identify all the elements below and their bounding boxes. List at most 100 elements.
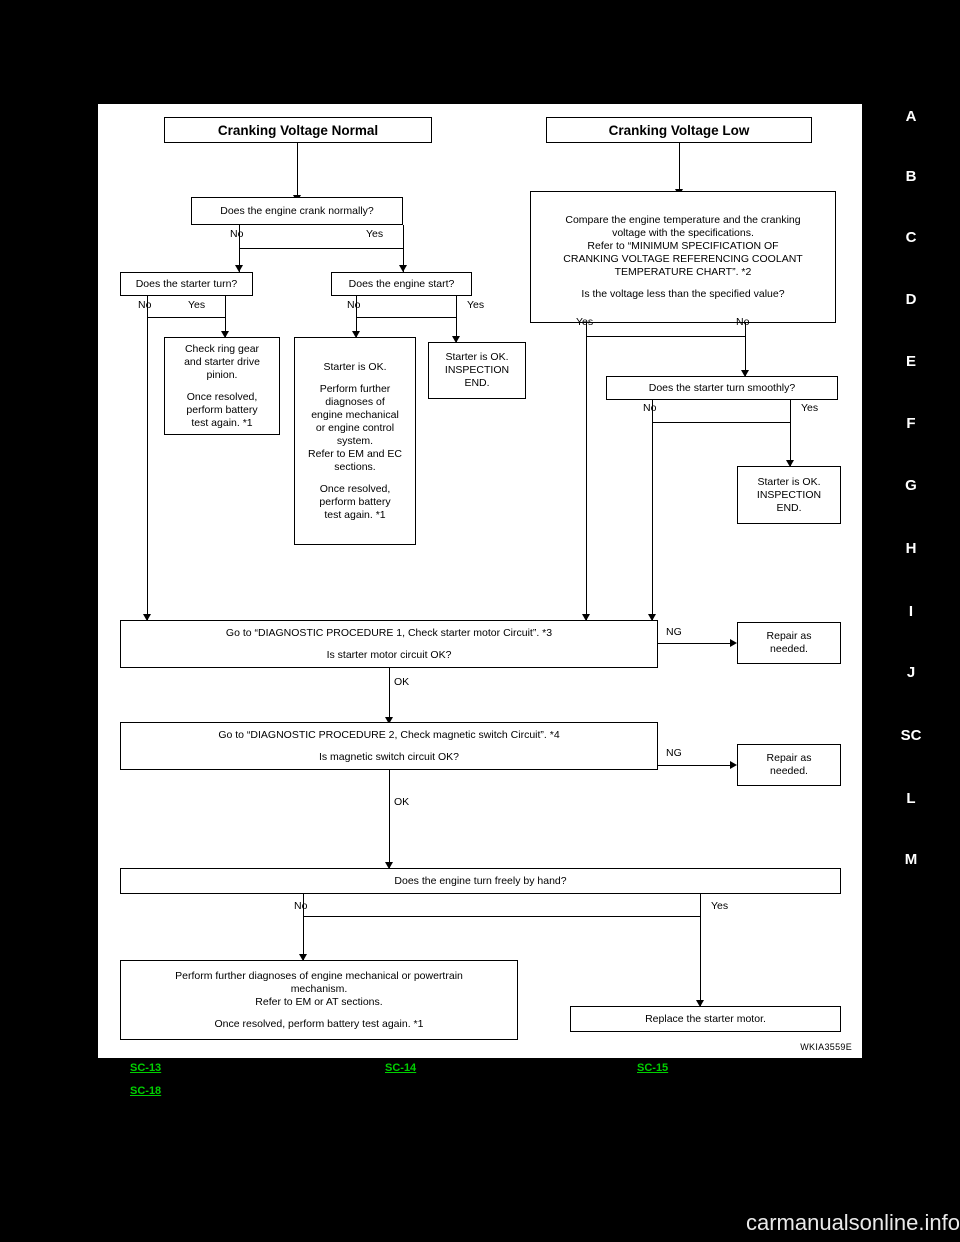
edge-label-ok: OK bbox=[394, 796, 410, 808]
node-label: Starter is OK. bbox=[323, 360, 387, 373]
edge-line bbox=[652, 422, 790, 423]
node-does-engine-crank-normally: Does the engine crank normally? bbox=[191, 197, 403, 225]
link-sc-14[interactable]: SC-14 bbox=[385, 1062, 417, 1074]
index-letter-m[interactable]: M bbox=[904, 851, 918, 868]
index-letter-f[interactable]: F bbox=[906, 415, 916, 432]
edge-line bbox=[239, 248, 403, 249]
edge-label-yes: Yes bbox=[188, 299, 206, 311]
edge-line bbox=[700, 916, 701, 1006]
node-label: mechanism. bbox=[290, 982, 348, 995]
node-repair-as-needed-1: Repair as needed. bbox=[737, 622, 841, 664]
node-label: Does the starter turn smoothly? bbox=[648, 381, 796, 394]
flowchart-canvas: Cranking Voltage Normal Cranking Voltage… bbox=[98, 104, 862, 1058]
index-letter-j[interactable]: J bbox=[906, 664, 916, 681]
node-label: Once resolved, perform battery test agai… bbox=[214, 1017, 424, 1030]
edge-line bbox=[356, 317, 357, 337]
node-label: needed. bbox=[770, 765, 808, 777]
node-label: Is the voltage less than the specified v… bbox=[581, 287, 785, 300]
index-letter-c[interactable]: C bbox=[905, 229, 917, 246]
edge-line bbox=[403, 225, 404, 248]
index-letter-d[interactable]: D bbox=[905, 291, 917, 308]
edge-line bbox=[389, 770, 390, 868]
edge-label-yes: Yes bbox=[366, 228, 384, 240]
edge-line bbox=[147, 317, 148, 620]
edge-arrow bbox=[385, 862, 393, 869]
node-label: voltage with the specifications. bbox=[612, 226, 754, 239]
edge-line bbox=[679, 143, 680, 191]
node-label: diagnoses of bbox=[325, 395, 385, 408]
edge-line bbox=[456, 317, 457, 342]
node-label: or engine control bbox=[315, 421, 395, 434]
node-starter-ok-inspection-end-b: Starter is OK. INSPECTION END. bbox=[737, 466, 841, 524]
node-label: END. bbox=[464, 377, 490, 389]
index-letter-a[interactable]: A bbox=[905, 108, 917, 125]
index-letter-l[interactable]: L bbox=[906, 790, 916, 807]
link-sc-15[interactable]: SC-15 bbox=[637, 1062, 669, 1074]
index-letter-sc[interactable]: SC bbox=[900, 727, 922, 744]
node-label: Check ring gear bbox=[184, 342, 260, 355]
node-label: Compare the engine temperature and the c… bbox=[565, 213, 801, 226]
node-does-starter-turn-smoothly: Does the starter turn smoothly? bbox=[606, 376, 838, 400]
node-replace-starter-motor: Replace the starter motor. bbox=[570, 1006, 841, 1032]
edge-arrow bbox=[696, 1000, 704, 1007]
node-label: Perform further diagnoses of engine mech… bbox=[175, 969, 463, 982]
edge-line bbox=[403, 248, 404, 272]
node-label: Does the engine start? bbox=[348, 277, 455, 290]
link-sc-18[interactable]: SC-18 bbox=[130, 1085, 162, 1097]
edge-line bbox=[586, 336, 745, 337]
node-label: Does the engine turn freely by hand? bbox=[394, 874, 567, 887]
edge-line bbox=[652, 422, 653, 620]
edge-label-yes: Yes bbox=[801, 402, 819, 414]
edge-label-yes: Yes bbox=[467, 299, 485, 311]
node-label: Go to “DIAGNOSTIC PROCEDURE 2, Check mag… bbox=[218, 728, 560, 741]
index-letter-h[interactable]: H bbox=[905, 540, 917, 557]
edge-arrow bbox=[741, 370, 749, 377]
node-label: Refer to “MINIMUM SPECIFICATION OF bbox=[587, 239, 779, 252]
edge-label-no: No bbox=[347, 299, 361, 311]
figure-code: WKIA3559E bbox=[800, 1042, 852, 1052]
edge-line bbox=[225, 317, 226, 337]
edge-label-ok: OK bbox=[394, 676, 410, 688]
node-does-starter-turn: Does the starter turn? bbox=[120, 272, 253, 296]
node-label: INSPECTION bbox=[444, 364, 510, 376]
node-powertrain-further-diagnoses: Perform further diagnoses of engine mech… bbox=[120, 960, 518, 1040]
edge-line bbox=[586, 323, 587, 336]
edge-arrow bbox=[582, 614, 590, 621]
index-letter-g[interactable]: G bbox=[905, 477, 917, 494]
node-compare-temperature-voltage: Compare the engine temperature and the c… bbox=[530, 191, 836, 323]
node-starter-ok-inspection-end-a: Starter is OK. INSPECTION END. bbox=[428, 342, 526, 399]
index-letter-i[interactable]: I bbox=[908, 603, 914, 620]
node-label: test again. *1 bbox=[191, 416, 253, 429]
node-label: system. bbox=[336, 434, 374, 447]
edge-label-ng: NG bbox=[666, 747, 682, 759]
node-label: Cranking Voltage Normal bbox=[217, 122, 379, 138]
node-label: Perform further bbox=[319, 382, 391, 395]
edge-line bbox=[389, 668, 390, 722]
edge-arrow bbox=[452, 336, 460, 343]
link-sc-13[interactable]: SC-13 bbox=[130, 1062, 162, 1074]
node-label: Refer to EM and EC bbox=[308, 447, 402, 460]
node-label: CRANKING VOLTAGE REFERENCING COOLANT bbox=[563, 252, 803, 265]
node-label: Is magnetic switch circuit OK? bbox=[318, 750, 460, 763]
edge-label-no: No bbox=[294, 900, 308, 912]
edge-arrow bbox=[143, 614, 151, 621]
edge-arrow bbox=[730, 639, 737, 647]
edge-line bbox=[790, 400, 791, 422]
node-diagnostic-procedure-2: Go to “DIAGNOSTIC PROCEDURE 2, Check mag… bbox=[120, 722, 658, 770]
node-label: Go to “DIAGNOSTIC PROCEDURE 1, Check sta… bbox=[225, 626, 553, 639]
edge-arrow bbox=[730, 761, 737, 769]
node-label: Cranking Voltage Low bbox=[608, 122, 750, 138]
node-label: Replace the starter motor. bbox=[645, 1012, 766, 1025]
edge-line bbox=[303, 916, 304, 960]
node-label: sections. bbox=[334, 460, 376, 473]
node-check-ring-gear: Check ring gear and starter drive pinion… bbox=[164, 337, 280, 435]
node-label: perform battery bbox=[186, 403, 258, 416]
edge-line bbox=[700, 894, 701, 916]
index-letter-e[interactable]: E bbox=[905, 353, 916, 370]
edge-line bbox=[225, 296, 226, 317]
edge-arrow bbox=[385, 717, 393, 724]
node-starter-ok-further-diagnoses: Starter is OK. Perform further diagnoses… bbox=[294, 337, 416, 545]
index-letter-b[interactable]: B bbox=[905, 168, 917, 185]
edge-label-no: No bbox=[643, 402, 657, 414]
